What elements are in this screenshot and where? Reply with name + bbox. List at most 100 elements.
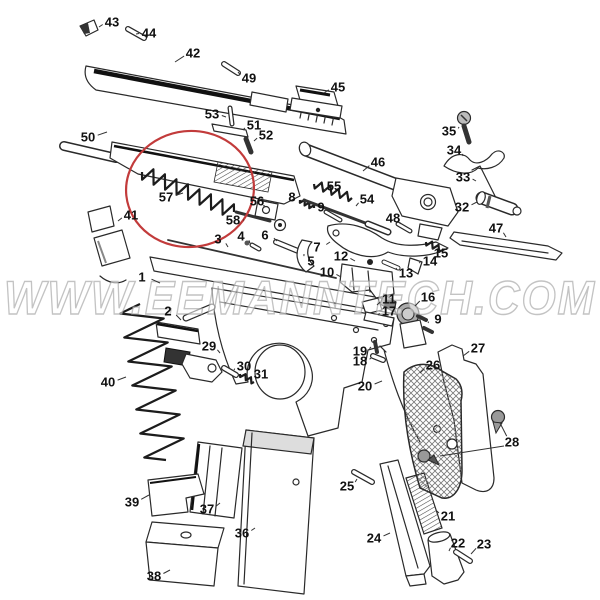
leader-line-54 [355,202,359,207]
part-7-trigger-bar [326,223,449,258]
barrel-group [298,110,563,261]
diagram-shape [302,198,370,226]
part-label-30: 30 [237,359,251,374]
leader-line-11 [376,301,381,306]
part-label-15: 15 [434,246,448,261]
part-23-pin [453,549,473,564]
leader-line-37 [215,502,221,507]
part-58-guide-rod [234,210,287,232]
part-25-pin [351,469,375,485]
part-9-pin-lower-a [416,314,428,322]
slide-group [79,19,347,155]
diagram-shape [222,366,238,377]
part-35-screw [456,110,472,145]
part-label-38: 38 [147,569,161,584]
diagram-shape [454,550,472,563]
part-label-12: 12 [334,249,348,264]
part-label-49: 49 [242,71,256,86]
leader-line-14 [418,261,421,264]
leader-line-21 [436,510,440,514]
diagram-shape [379,345,387,353]
part-label-27: 27 [471,341,485,356]
diagram-shape [446,438,458,450]
diagram-shape [405,573,427,587]
leader-line-57 [175,192,184,196]
part-label-5: 5 [307,254,314,269]
part-label-8: 8 [288,190,295,205]
recoil-assembly-group [59,141,343,232]
diagram-shape [379,459,431,577]
leader-line-39 [140,494,150,500]
leader-line-15 [432,247,434,250]
leader-line-55 [324,188,327,191]
part-label-6: 6 [261,228,268,243]
part-12-sear-cage [339,259,395,299]
leader-line-42 [174,55,185,63]
leader-line-38 [163,569,171,574]
leader-line-4 [248,240,251,244]
part-13-pin [381,259,401,271]
part-label-54: 54 [360,192,375,207]
part-9-pin-lower-b [422,326,434,334]
part-label-18: 18 [353,354,367,369]
diagram-shape [402,363,463,499]
diagram-shape [401,307,415,321]
part-50-slide-body [59,141,301,205]
part-9-pin-upper [323,209,343,223]
diagram-shape [93,229,131,267]
part-label-58: 58 [226,213,240,228]
diagram-shape [367,259,373,265]
part-label-33: 33 [456,170,470,185]
diagram-shape [278,223,282,227]
diagram-shape [512,206,522,216]
leader-line-32 [471,201,478,206]
part-label-45: 45 [331,80,345,95]
leader-line-26 [419,368,425,374]
leader-line-33 [472,178,477,182]
diagram-shape [382,260,400,270]
diagram-shape [202,445,211,515]
part-label-26: 26 [426,358,440,373]
part-label-31: 31 [254,367,268,382]
diagram-shape [477,193,517,214]
leader-line-3 [225,243,229,248]
slide-serrations [299,107,335,126]
leader-line-1 [151,278,161,284]
part-label-32: 32 [455,200,469,215]
leader-line-12 [350,257,356,262]
part-32-cylinder [475,191,522,216]
part-label-23: 23 [477,537,491,552]
diagram-shape [145,541,219,587]
part-label-21: 21 [441,509,455,524]
diagram-shape [298,141,312,157]
part-label-29: 29 [202,339,216,354]
diagram-shape [366,222,390,234]
part-41-backstrap-inserts [87,205,131,284]
leader-line-52 [253,137,258,142]
front-sight-face [80,23,90,34]
part-label-4: 4 [237,229,245,244]
safety-group [163,347,255,385]
diagram-shape [352,326,360,334]
diagram-shape [234,210,272,223]
part-label-43: 43 [105,15,119,30]
part-label-57: 57 [159,190,173,205]
part-label-46: 46 [371,155,385,170]
part-label-14: 14 [423,254,438,269]
part-49-pin [221,61,241,76]
part-53-pin [227,105,235,127]
part-label-24: 24 [367,531,382,546]
diagram-shape [289,97,343,119]
diagram-shape [461,123,472,145]
leader-line-16 [414,300,421,307]
part-38-base-pad [145,521,225,587]
part-label-1: 1 [138,270,145,285]
part-28-grip-screw-a [490,409,506,435]
part-18-plug [370,353,386,363]
part-1-frame-rail [149,256,397,315]
part-54-firing-pin [302,198,392,236]
diagram-shape [367,270,371,293]
diagram-shape [396,222,412,233]
